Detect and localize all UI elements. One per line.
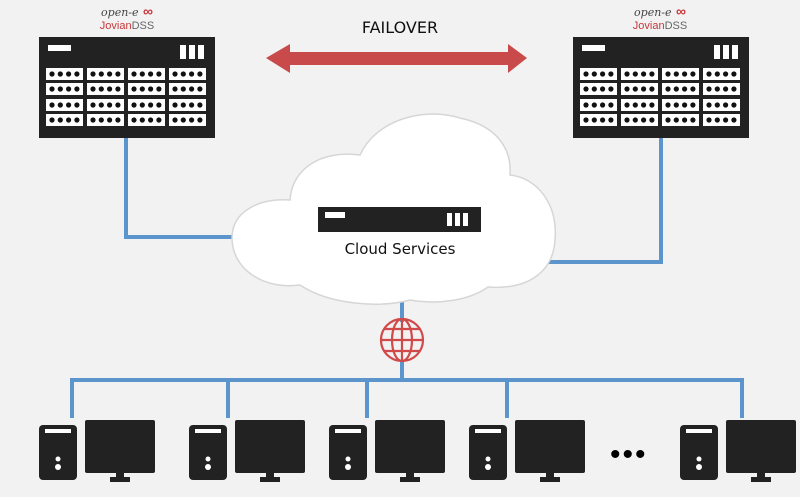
drive-bay — [46, 114, 83, 126]
drive-bay — [87, 68, 124, 80]
left-server-brand: open-e ∞ JovianDSS — [67, 4, 187, 32]
monitor-icon — [235, 420, 305, 482]
drive-bay — [128, 114, 165, 126]
client-workstation-4 — [469, 420, 585, 482]
drive-bay — [703, 68, 740, 80]
drive-bay — [46, 68, 83, 80]
drive-bay — [703, 83, 740, 95]
network-links — [70, 138, 744, 418]
client-workstation-1 — [39, 420, 155, 482]
drive-bay — [87, 99, 124, 111]
drive-bay — [128, 99, 165, 111]
brand-suffix: DSS — [664, 20, 688, 32]
drive-bay — [580, 99, 617, 111]
drive-bay — [621, 114, 658, 126]
monitor-icon — [515, 420, 585, 482]
brand-open-e: open-e — [634, 6, 672, 19]
client-workstation-3 — [329, 420, 445, 482]
right-server-brand: open-e ∞ JovianDSS — [600, 4, 720, 32]
cloud-services-label: Cloud Services — [344, 240, 456, 258]
monitor-icon — [85, 420, 155, 482]
drive-bay — [580, 114, 617, 126]
drive-bay — [662, 99, 699, 111]
drive-bay — [87, 83, 124, 95]
drive-bay — [169, 99, 206, 111]
brand-open-e: open-e — [101, 6, 139, 19]
drive-bay — [169, 114, 206, 126]
drive-bay — [128, 83, 165, 95]
drive-bay — [662, 83, 699, 95]
drive-bay — [621, 68, 658, 80]
brand-suffix: DSS — [131, 20, 155, 32]
drive-bay — [580, 83, 617, 95]
failover-label: FAILOVER — [361, 18, 439, 37]
drive-bay — [46, 83, 83, 95]
pc-tower-icon — [189, 425, 227, 480]
infinity-logo-icon: ∞ — [142, 3, 153, 19]
drive-bay — [703, 114, 740, 126]
drive-bay — [169, 68, 206, 80]
pc-tower-icon — [469, 425, 507, 480]
client-workstation-5 — [680, 420, 796, 482]
brand-name: Jovian — [632, 20, 665, 32]
drive-bay — [169, 83, 206, 95]
more-clients-ellipsis: ••• — [610, 438, 648, 471]
pc-tower-icon — [680, 425, 718, 480]
client-workstation-2 — [189, 420, 305, 482]
drive-bay — [46, 99, 83, 111]
client-bus — [70, 378, 744, 418]
drive-bay — [128, 68, 165, 80]
failover-arrow — [266, 44, 527, 73]
drive-bay — [662, 68, 699, 80]
monitor-icon — [375, 420, 445, 482]
cloud-server-icon — [318, 207, 481, 232]
link-right-server-cloud — [545, 138, 663, 264]
drive-bay — [703, 99, 740, 111]
link-left-server-cloud — [124, 138, 240, 239]
drive-bay — [580, 68, 617, 80]
infinity-logo-icon: ∞ — [675, 3, 686, 19]
right-storage-server — [573, 37, 749, 138]
drive-bay — [87, 114, 124, 126]
drive-bay — [662, 114, 699, 126]
pc-tower-icon — [39, 425, 77, 480]
globe-icon — [379, 317, 425, 363]
left-storage-server — [39, 37, 215, 138]
drive-bay — [621, 99, 658, 111]
monitor-icon — [726, 420, 796, 482]
drive-bay — [621, 83, 658, 95]
pc-tower-icon — [329, 425, 367, 480]
brand-name: Jovian — [99, 20, 132, 32]
